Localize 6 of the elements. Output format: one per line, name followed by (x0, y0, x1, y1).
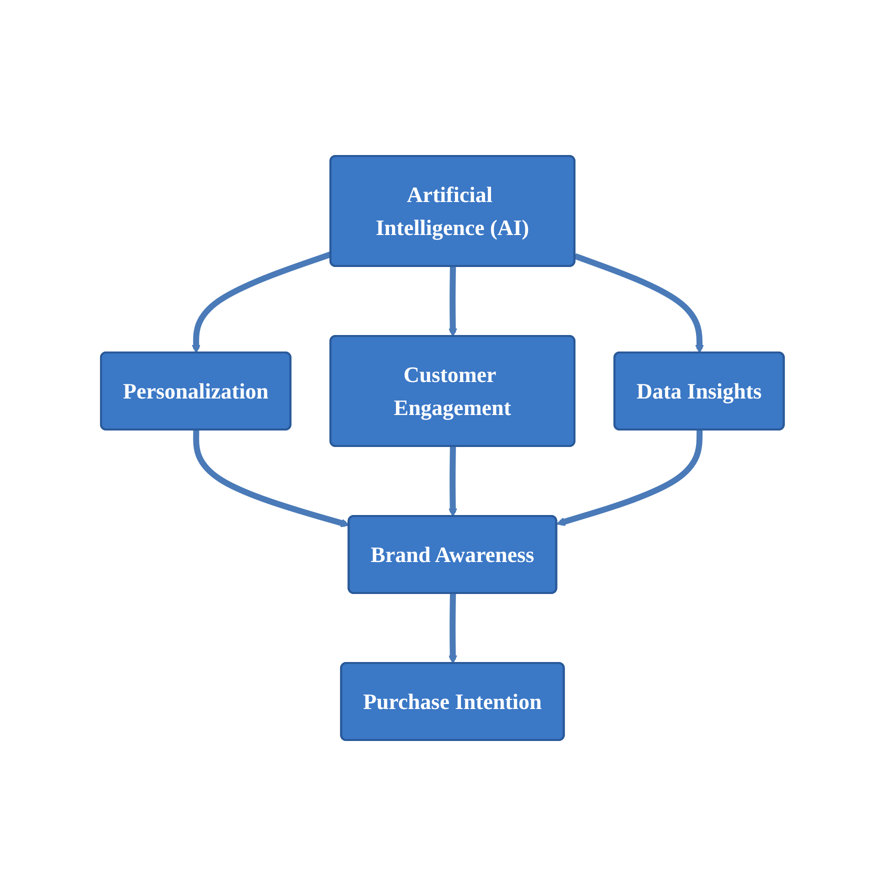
arrow (448, 593, 457, 664)
arrow (574, 253, 704, 354)
arrow (556, 430, 702, 526)
arrow (192, 430, 350, 528)
arrow (448, 266, 457, 337)
arrow (448, 446, 457, 517)
